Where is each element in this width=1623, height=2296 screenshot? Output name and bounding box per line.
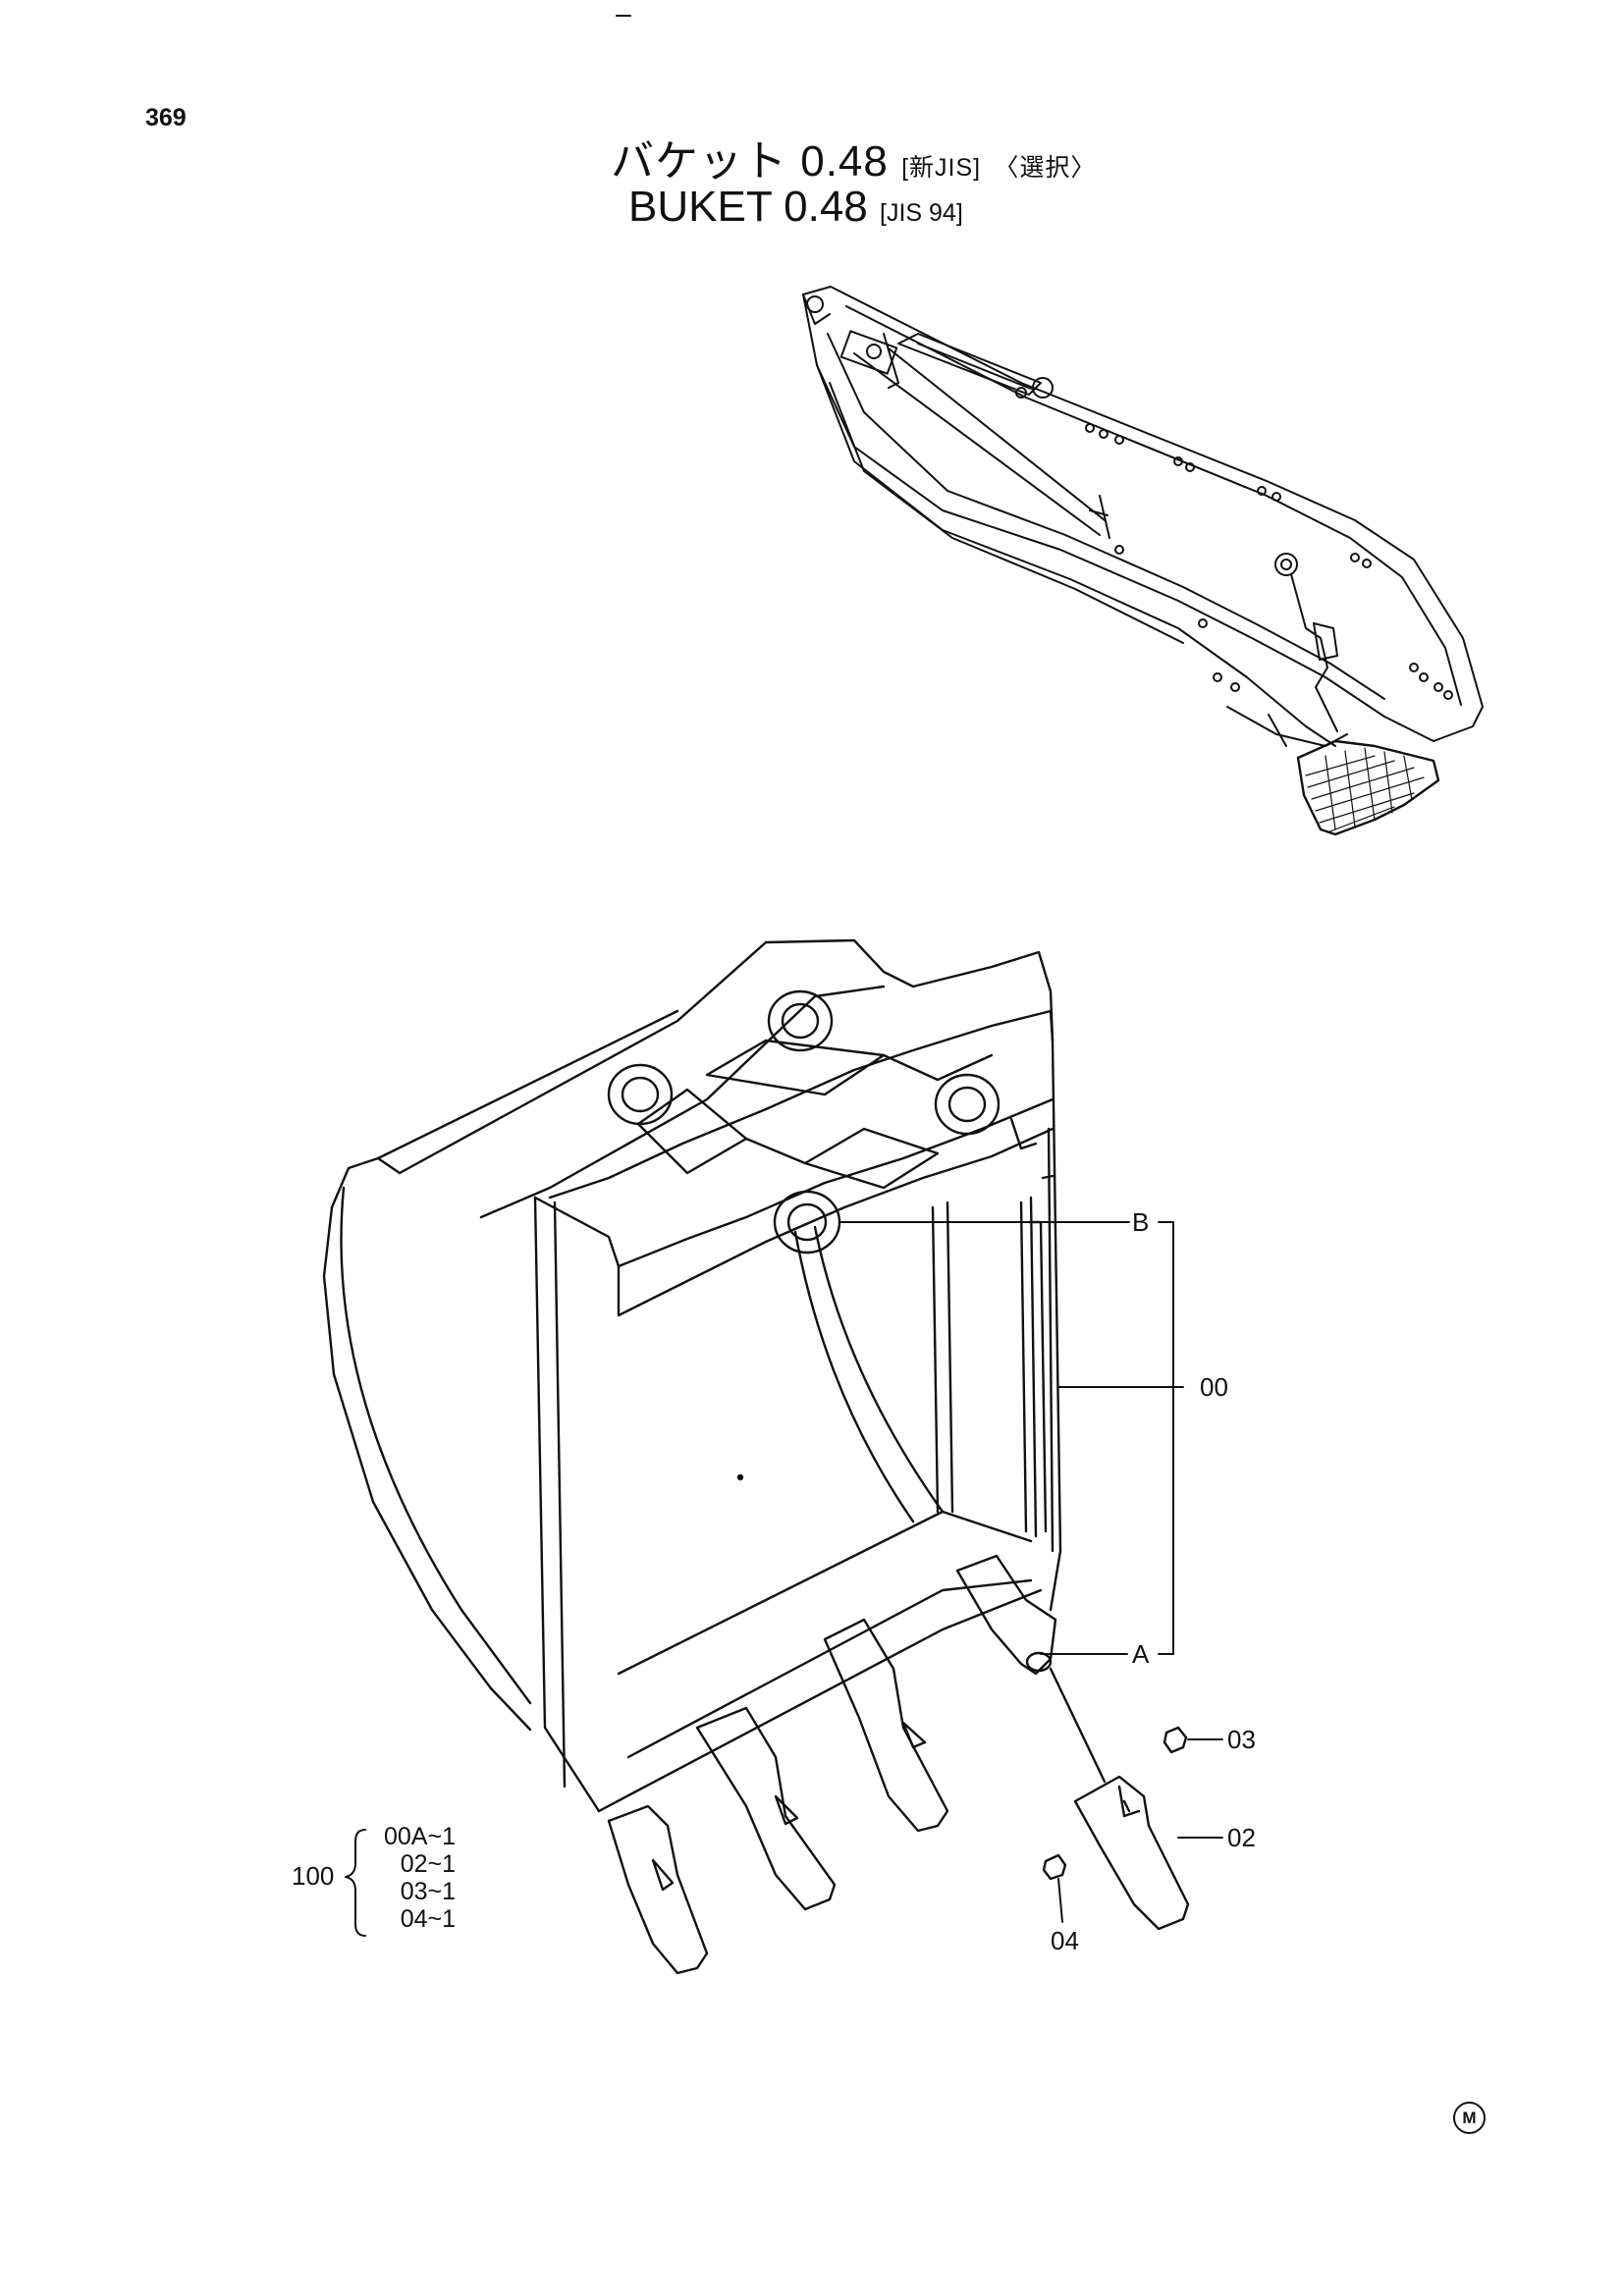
callout-b: B	[1132, 1207, 1150, 1237]
kit-item-list: 00A~1 02~1 03~1 04~1	[375, 1823, 456, 1933]
kit-item: 03~1	[400, 1878, 456, 1905]
bucket-teeth	[607, 1554, 1057, 1975]
detached-tooth-point	[1073, 1775, 1190, 1931]
bucket-drawing	[322, 938, 1062, 1813]
callout-04: 04	[1051, 1926, 1079, 1955]
kit-item: 02~1	[400, 1850, 456, 1878]
assembly-guide-line	[1049, 1667, 1107, 1784]
kit-item: 04~1	[400, 1905, 456, 1933]
leader-lines	[839, 1221, 1223, 1923]
title-english: BUKET 0.48 [JIS 94]	[628, 183, 963, 232]
kit-number: 100	[292, 1861, 335, 1891]
kit-brace	[345, 1829, 366, 1937]
thumbnail-bucket-hatch	[1305, 747, 1425, 833]
lock-washer-part	[1042, 1853, 1067, 1881]
title-jp-main: バケット 0.48	[611, 137, 889, 186]
lock-pin-part	[1163, 1726, 1188, 1754]
kit-item: 00A~1	[384, 1823, 456, 1850]
page-number: 369	[145, 104, 187, 132]
excavator-arm-thumbnail	[802, 286, 1484, 836]
title-japanese: バケット 0.48 [新JIS] 〈選択〉	[611, 126, 1096, 188]
pin-bosses	[607, 989, 1038, 1255]
callout-03: 03	[1227, 1725, 1256, 1754]
callout-a: A	[1132, 1639, 1150, 1669]
callout-00: 00	[1200, 1372, 1228, 1402]
title-jp-spec: [新JIS]	[901, 154, 982, 182]
manufacturer-mark: M	[1453, 2102, 1486, 2134]
title-jp-option: 〈選択〉	[994, 154, 1097, 182]
title-en-spec: [JIS 94]	[880, 199, 963, 227]
title-en-main: BUKET 0.48	[628, 183, 868, 231]
callout-02: 02	[1227, 1823, 1256, 1852]
reference-dot	[736, 1473, 744, 1481]
